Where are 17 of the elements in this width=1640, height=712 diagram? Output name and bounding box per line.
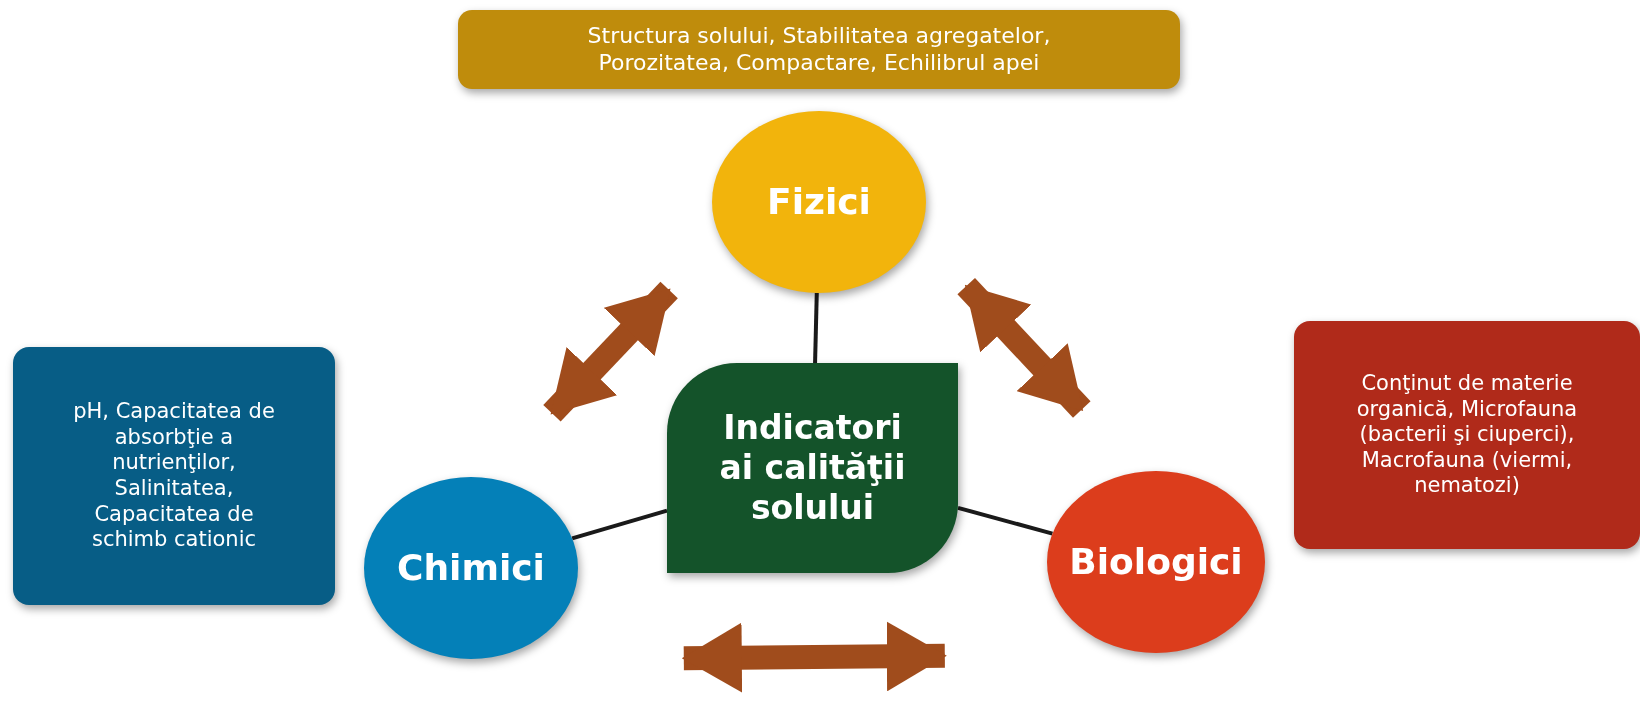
connector-line xyxy=(571,508,668,541)
node-label: Biologici xyxy=(1069,540,1243,584)
info-banner xyxy=(458,10,1180,89)
node-label: pH, Capacitatea de absorbţie a nutrienţilor, Salinitatea, Capacitatea de schimb cationic xyxy=(72,399,276,553)
node-label: Structura solului, Stabilitatea agregatelor, Porozitatea, Compactare, Echilibrul apei xyxy=(586,22,1052,77)
connector-line xyxy=(957,505,1053,536)
double-arrow xyxy=(681,621,947,693)
node-label: Fizici xyxy=(767,180,871,224)
center-leaf-shape xyxy=(667,363,958,573)
info-panel xyxy=(13,347,335,605)
double-arrow xyxy=(543,281,678,422)
node-label: Indicatori ai calităţii solului xyxy=(718,407,907,529)
double-arrow xyxy=(957,277,1091,418)
node-label: Chimici xyxy=(397,546,545,590)
node-label: Conţinut de materie organică, Microfauna (bacterii şi ciuperci), Macrofauna (viermi, nematozi) xyxy=(1355,370,1579,499)
info-panel xyxy=(1294,321,1640,549)
connector-line xyxy=(813,292,819,364)
